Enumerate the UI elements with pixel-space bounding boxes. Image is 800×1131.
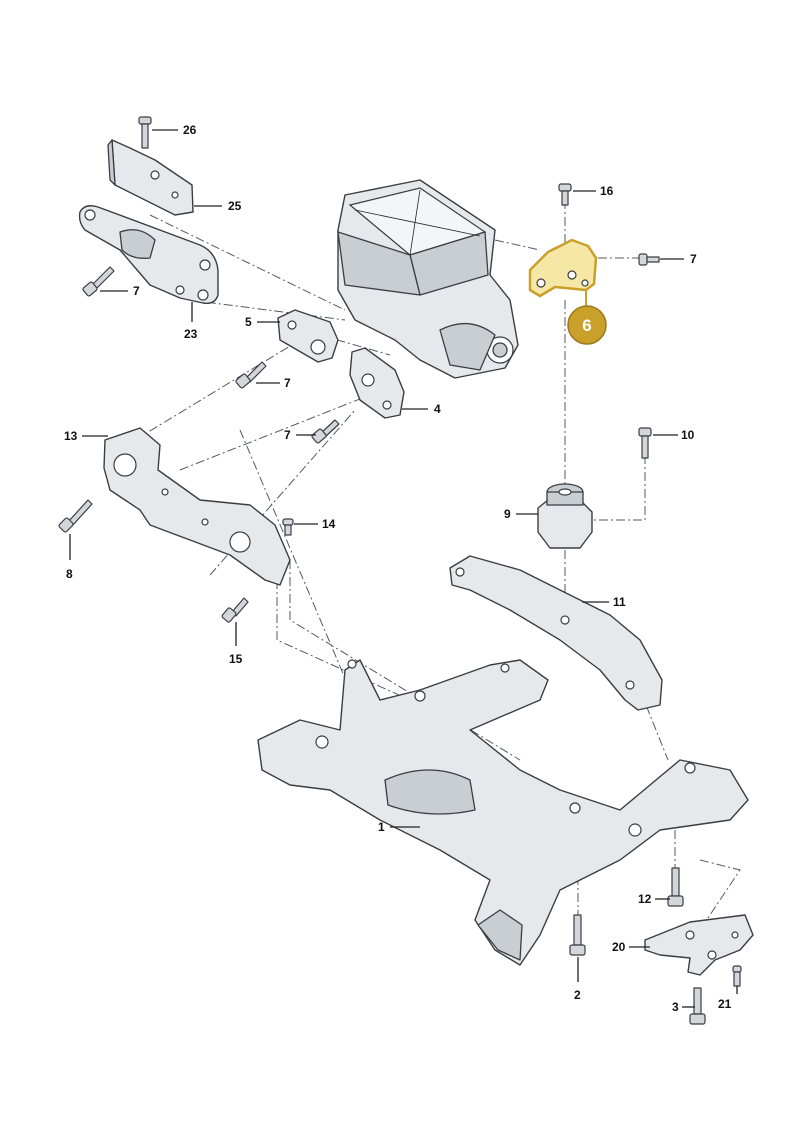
label-9: 9 bbox=[504, 507, 511, 521]
callout-2: 2 bbox=[574, 957, 581, 1002]
callout-26: 26 bbox=[152, 123, 197, 137]
callout-25: 25 bbox=[194, 199, 242, 213]
part-25-bracket bbox=[107, 139, 194, 216]
assembly-guide-lines bbox=[134, 200, 741, 931]
label-25: 25 bbox=[228, 199, 242, 213]
highlight-badge[interactable] bbox=[567, 305, 607, 345]
label-7a: 7 bbox=[133, 284, 140, 298]
part-1-subframe bbox=[257, 659, 749, 966]
part-7-bolt-c bbox=[311, 419, 340, 444]
part-13-cross-member bbox=[103, 427, 291, 586]
callout-9: 9 bbox=[504, 507, 538, 521]
transmission-housing bbox=[337, 179, 519, 379]
callout-4: 4 bbox=[402, 402, 441, 416]
label-7d: 7 bbox=[690, 252, 697, 266]
part-10-bolt bbox=[638, 427, 652, 459]
label-7b: 7 bbox=[284, 376, 291, 390]
callout-14: 14 bbox=[294, 517, 336, 531]
label-12: 12 bbox=[638, 892, 652, 906]
label-13: 13 bbox=[64, 429, 78, 443]
label-20: 20 bbox=[612, 940, 626, 954]
label-10: 10 bbox=[681, 428, 695, 442]
part-7-bolt-d bbox=[638, 253, 660, 266]
part-8-bolt bbox=[58, 499, 93, 533]
part-11-support-arm bbox=[449, 555, 663, 711]
part-21-bolt bbox=[732, 965, 742, 987]
part-15-bolt bbox=[221, 597, 249, 623]
part-23-mount-plate bbox=[78, 205, 219, 305]
label-4: 4 bbox=[434, 402, 441, 416]
part-26-bolt bbox=[138, 116, 152, 149]
part-9-rubber-mount bbox=[537, 483, 593, 549]
callout-11: 11 bbox=[582, 595, 626, 609]
part-5-mount-block bbox=[277, 309, 339, 363]
part-7-bolt-b bbox=[235, 361, 267, 389]
callout-1: 1 bbox=[378, 820, 420, 834]
label-7c: 7 bbox=[284, 428, 291, 442]
part-3-bolt bbox=[689, 987, 706, 1025]
callout-12: 12 bbox=[638, 892, 670, 906]
label-2: 2 bbox=[574, 988, 581, 1002]
callout-7a: 7 bbox=[100, 284, 140, 298]
label-5: 5 bbox=[245, 315, 252, 329]
label-26: 26 bbox=[183, 123, 197, 137]
callout-7d: 7 bbox=[660, 252, 697, 266]
callout-10: 10 bbox=[653, 428, 695, 442]
callout-7b: 7 bbox=[256, 376, 291, 390]
part-2-bolt bbox=[569, 914, 586, 956]
part-6-highlighted-bracket[interactable] bbox=[528, 238, 598, 298]
part-20-plate bbox=[644, 914, 754, 976]
label-3: 3 bbox=[672, 1000, 679, 1014]
label-23: 23 bbox=[184, 327, 198, 341]
label-21: 21 bbox=[718, 997, 732, 1011]
callout-6-badge[interactable]: 6 bbox=[567, 290, 607, 345]
callout-5: 5 bbox=[245, 315, 280, 329]
part-7-bolt-a bbox=[82, 266, 115, 297]
callout-8: 8 bbox=[66, 534, 73, 581]
callout-13: 13 bbox=[64, 429, 108, 443]
callout-15: 15 bbox=[229, 622, 243, 666]
part-4-bracket bbox=[349, 347, 405, 419]
callout-23: 23 bbox=[184, 302, 198, 341]
callout-21: 21 bbox=[718, 986, 738, 1011]
label-16: 16 bbox=[600, 184, 614, 198]
label-6: 6 bbox=[582, 316, 591, 335]
part-12-bolt bbox=[667, 867, 684, 907]
label-14: 14 bbox=[322, 517, 336, 531]
callout-16: 16 bbox=[573, 184, 614, 198]
part-16-bolt bbox=[558, 183, 572, 206]
label-15: 15 bbox=[229, 652, 243, 666]
label-11: 11 bbox=[613, 595, 626, 609]
label-1: 1 bbox=[378, 820, 385, 834]
part-14-bolt bbox=[282, 518, 294, 536]
label-8: 8 bbox=[66, 567, 73, 581]
callout-3: 3 bbox=[672, 1000, 695, 1014]
callout-20: 20 bbox=[612, 940, 650, 954]
callout-7c: 7 bbox=[284, 428, 316, 442]
